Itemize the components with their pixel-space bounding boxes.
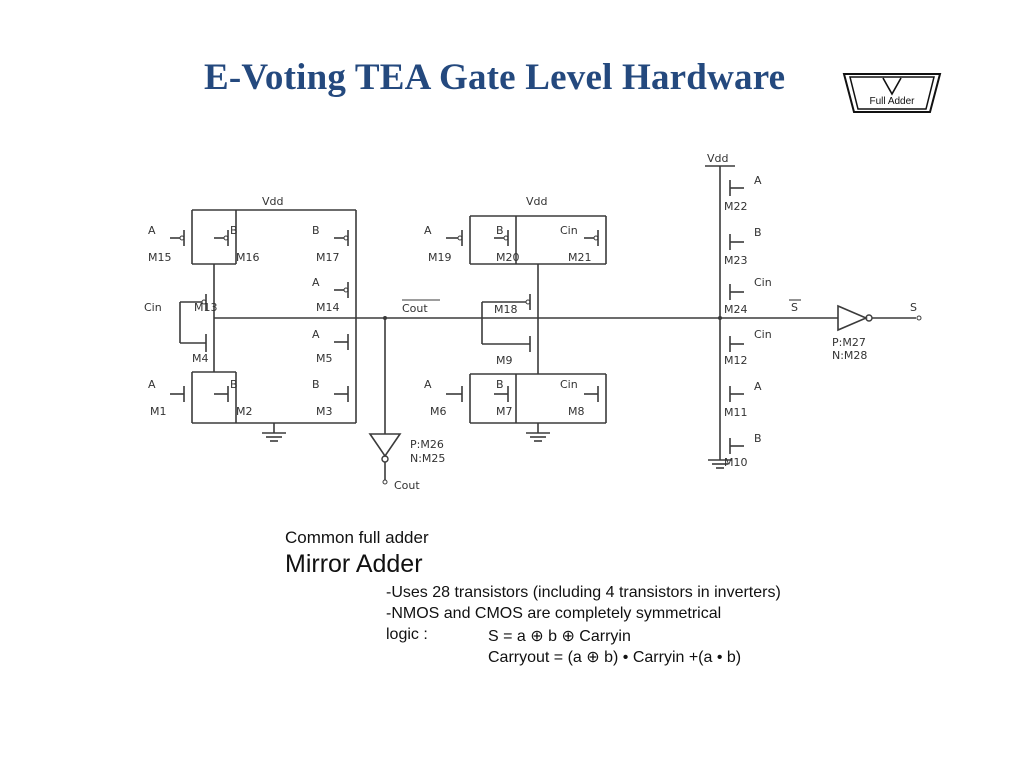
cout-label: Cout [394,479,420,492]
note-carry-formula: Carryout = (a ⊕ b) • Carryin +(a • b) [488,649,742,666]
note-mirror-adder: Mirror Adder [285,550,423,578]
svg-text:M13: M13 [194,301,218,314]
svg-text:M19: M19 [428,251,452,264]
svg-text:M14: M14 [316,301,340,314]
svg-text:A: A [148,224,156,237]
svg-text:B: B [312,224,320,237]
full-adder-logo: Full Adder [842,72,942,114]
logo-label: Full Adder [869,96,915,107]
svg-text:M10: M10 [724,456,748,469]
inv1-p-label: P:M26 [410,438,444,451]
svg-text:M9: M9 [496,354,513,367]
svg-text:M22: M22 [724,200,748,213]
s-bar-label: S [791,301,798,314]
s-label: S [910,301,917,314]
svg-text:M21: M21 [568,251,592,264]
slide-title: E-Voting TEA Gate Level Hardware [204,57,786,98]
svg-text:Cin: Cin [754,276,772,289]
note-symmetry: -NMOS and CMOS are completely symmetrica… [386,605,722,622]
svg-text:M20: M20 [496,251,520,264]
svg-text:M12: M12 [724,354,748,367]
svg-text:Cin: Cin [560,224,578,237]
note-logic-label: logic : [386,626,428,643]
svg-text:B: B [496,378,504,391]
svg-text:Cin: Cin [144,301,162,314]
svg-text:B: B [754,432,762,445]
inv2-p-label: P:M27 [832,336,866,349]
svg-text:M23: M23 [724,254,748,267]
svg-text:M16: M16 [236,251,260,264]
svg-text:M3: M3 [316,405,333,418]
svg-text:B: B [230,378,238,391]
vdd-label-3: Vdd [707,152,729,165]
inv1-n-label: N:M25 [410,452,445,465]
svg-text:M4: M4 [192,352,209,365]
cout-inverter: P:M26 N:M25 Cout [368,318,445,492]
svg-text:A: A [148,378,156,391]
cout-bar-label: Cout [402,302,428,315]
svg-text:A: A [424,378,432,391]
svg-text:Cin: Cin [560,378,578,391]
svg-text:A: A [312,276,320,289]
svg-text:B: B [754,226,762,239]
svg-text:M7: M7 [496,405,513,418]
svg-text:B: B [230,224,238,237]
svg-text:M11: M11 [724,406,748,419]
note-common-full-adder: Common full adder [285,528,429,547]
svg-text:M2: M2 [236,405,253,418]
sum-inverter: S S P:M27 N:M28 [720,299,922,362]
svg-text:M18: M18 [494,303,518,316]
svg-text:A: A [754,380,762,393]
m15-label: M15 [148,251,172,264]
svg-text:M1: M1 [150,405,167,418]
svg-text:Cin: Cin [754,328,772,341]
note-sum-formula: S = a ⊕ b ⊕ Carryin [488,628,631,645]
svg-text:M17: M17 [316,251,340,264]
svg-text:A: A [312,328,320,341]
logo-shape-icon [842,73,942,113]
note-transistor-count: -Uses 28 transistors (including 4 transi… [386,584,781,601]
svg-text:M24: M24 [724,303,748,316]
svg-text:M5: M5 [316,352,333,365]
vdd-label-2: Vdd [526,195,548,208]
svg-text:A: A [754,174,762,187]
svg-text:M8: M8 [568,405,585,418]
vdd-label-1: Vdd [262,195,284,208]
svg-text:A: A [424,224,432,237]
svg-text:B: B [312,378,320,391]
mirror-adder-schematic: Vdd A M15 B M16 [144,152,922,492]
svg-text:B: B [496,224,504,237]
carry-block: Vdd A M15 B M16 [144,195,440,442]
svg-text:M6: M6 [430,405,447,418]
inv2-n-label: N:M28 [832,349,867,362]
